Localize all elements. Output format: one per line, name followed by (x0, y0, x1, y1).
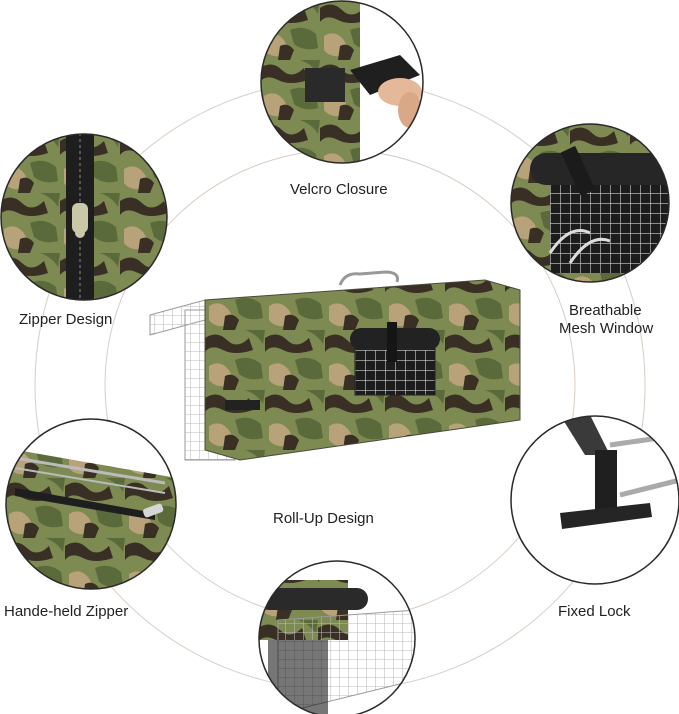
roll-up-design-label: Roll-Up Design (273, 510, 374, 527)
velcro-closure-label: Velcro Closure (290, 181, 388, 198)
mesh-window-icon (510, 123, 670, 283)
hand-held-zipper-label: Hande-held Zipper (4, 603, 129, 620)
mesh-window-label-line2: Mesh Window (559, 320, 654, 337)
zipper-design-label: Zipper Design (19, 311, 113, 328)
velcro-closure-icon (260, 0, 424, 164)
mesh-window-label-line1: Breathable (569, 302, 642, 319)
roll-up-icon (149, 270, 521, 461)
roll-up-detail-icon (258, 560, 416, 714)
zipper-icon (0, 133, 168, 301)
fixed-lock-label: Fixed Lock (558, 603, 631, 620)
hand-zipper-icon (5, 418, 177, 590)
fixed-lock-icon (510, 415, 679, 585)
